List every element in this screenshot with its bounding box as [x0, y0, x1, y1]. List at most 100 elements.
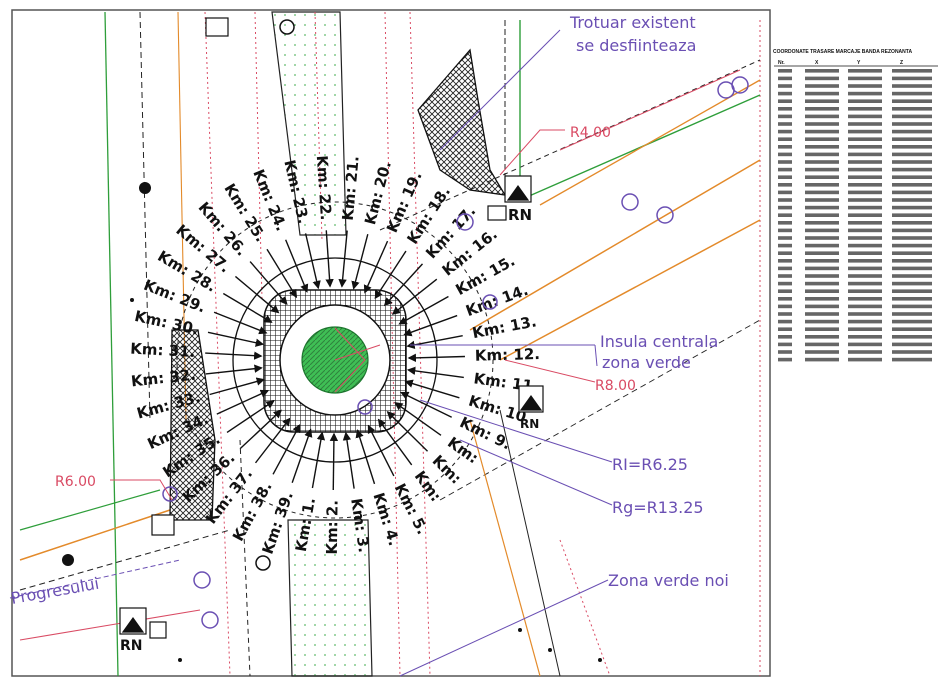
coord-table-cell: [805, 236, 839, 240]
coord-table-cell: [892, 145, 932, 149]
coord-table-cell: [805, 91, 839, 96]
coord-table-cell: [805, 289, 839, 293]
km-arrow: [404, 379, 460, 399]
coord-table-cell: [805, 266, 839, 271]
coord-table-header: Nr.: [778, 60, 785, 66]
coord-table-cell: [848, 69, 882, 73]
coord-table-header: X: [815, 60, 819, 66]
coord-table-rows: [778, 69, 932, 362]
coord-table-cell: [848, 312, 882, 316]
green-strip-north: [271, 11, 347, 236]
coord-table-cell: [848, 342, 882, 347]
coord-table-cell: [778, 281, 792, 286]
km-label: Km: 2.: [323, 500, 342, 555]
coord-table-cell: [892, 236, 932, 240]
coord-table-cell: [805, 190, 839, 195]
coord-table-cell: [805, 129, 839, 134]
coord-table-cell: [778, 342, 792, 347]
coord-table-cell: [892, 129, 932, 134]
km-arrow: [266, 248, 298, 299]
coord-table-cell: [778, 167, 792, 172]
coord-table-cell: [892, 160, 932, 164]
coord-table-cell: [778, 129, 792, 134]
coord-table-cell: [848, 335, 882, 339]
coord-table-cell: [805, 228, 839, 233]
coord-table-cell: [778, 145, 792, 149]
coord-table-cell: [805, 122, 839, 126]
coord-table-cell: [778, 304, 792, 309]
coord-table-cell: [892, 91, 932, 96]
coord-table-cell: [848, 107, 882, 111]
km-arrow: [226, 400, 275, 433]
coord-table-cell: [805, 221, 839, 225]
coord-table-cell: [778, 114, 792, 119]
rn-symbol-boxes: [119, 17, 544, 639]
coord-table-cell: [778, 205, 792, 210]
coord-table-cell: [805, 327, 839, 331]
coord-table-cell: [892, 289, 932, 293]
label-insula-line2: zona verde: [602, 353, 691, 372]
coord-table-cell: [805, 350, 839, 354]
coord-table-cell: [778, 357, 792, 362]
km-arrow: [407, 353, 465, 363]
coord-table-cell: [892, 304, 932, 309]
coord-table-cell: [848, 281, 882, 286]
coord-table-cell: [805, 281, 839, 286]
km-label: Km: 22.: [313, 155, 335, 221]
coord-table-cell: [892, 137, 932, 141]
coord-table-title: COORDONATE TRASARE MARCAJE BANDA REZONAN…: [773, 49, 912, 55]
coord-table-cell: [848, 243, 882, 248]
coord-table-cell: [778, 251, 792, 255]
coord-table-cell: [778, 221, 792, 225]
coord-table-cell: [892, 357, 932, 362]
coord-table-cell: [778, 183, 792, 187]
coord-table-cell: [805, 69, 839, 73]
coord-table-cell: [805, 107, 839, 111]
coord-table-cell: [778, 69, 792, 73]
coord-table-cell: [848, 145, 882, 149]
km-arrow: [383, 263, 424, 307]
coord-table-cell: [848, 236, 882, 240]
coord-table-cell: [805, 137, 839, 141]
coord-table-cell: [848, 289, 882, 293]
coord-table-cell: [848, 152, 882, 157]
coord-table-cell: [892, 152, 932, 157]
coord-table-cell: [892, 228, 932, 233]
coord-table-cell: [848, 304, 882, 309]
coord-table-header: Z: [900, 60, 903, 66]
coord-table-cell: [778, 175, 792, 179]
coord-table-cell: [892, 190, 932, 195]
coord-table-cell: [848, 266, 882, 271]
coord-table-cell: [892, 99, 932, 103]
label-ri: RI=R6.25: [612, 455, 688, 474]
coord-table-cell: [805, 319, 839, 324]
coord-table-cell: [892, 281, 932, 286]
coord-table-cell: [805, 99, 839, 103]
km-arrow: [285, 239, 309, 293]
coord-table-cell: [805, 84, 839, 88]
km-arrow: [329, 432, 339, 490]
coord-table-cell: [848, 183, 882, 187]
coord-table-cell: [892, 213, 932, 217]
coord-table-cell: [848, 213, 882, 217]
drawing-frame: [11, 9, 771, 677]
coord-table-cell: [892, 266, 932, 271]
km-arrow: [222, 292, 273, 323]
coord-table-cell: [805, 243, 839, 248]
roundabout-road-ring: [232, 257, 438, 463]
coord-table-cell: [805, 304, 839, 309]
coord-table-cell: [778, 137, 792, 141]
km-arrow: [213, 311, 268, 335]
km-arrow: [406, 335, 463, 349]
coord-table-cell: [848, 76, 882, 81]
coord-table-cell: [848, 251, 882, 255]
coord-table-cell: [848, 221, 882, 225]
coord-table-cell: [892, 274, 932, 278]
km-arrow: [325, 230, 334, 288]
red-road-lines: [204, 11, 761, 677]
label-insula-line1: Insula centrala: [600, 332, 718, 351]
coord-table-header: Y: [857, 60, 861, 66]
coord-table-cell: [848, 175, 882, 179]
leader-lines: [9, 29, 613, 677]
